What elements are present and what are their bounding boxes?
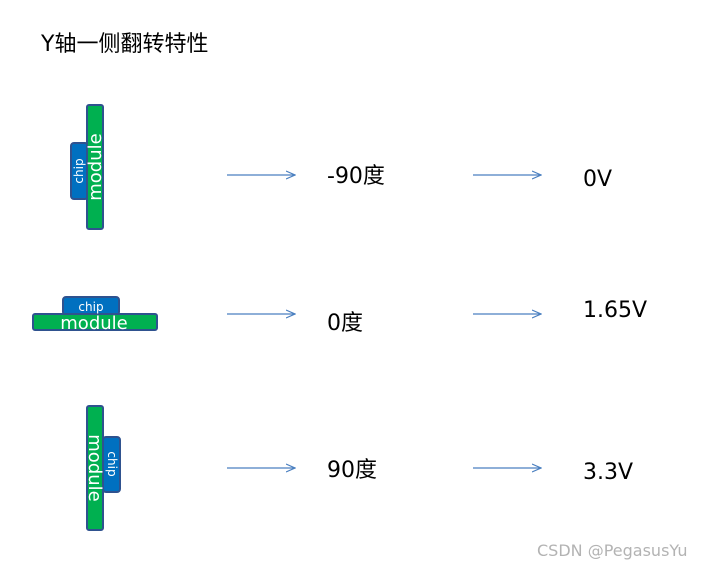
module-label: module xyxy=(60,313,127,334)
angle-label: 0度 xyxy=(327,311,363,336)
sensor-orientation-90: chip module xyxy=(84,405,121,531)
sensor-orientation-minus90: chip module xyxy=(70,104,106,230)
diagram-title: Y轴一侧翻转特性 xyxy=(41,32,209,57)
chip-label: chip xyxy=(105,451,119,476)
angle-label: 90度 xyxy=(327,458,377,483)
voltage-label: 0V xyxy=(583,167,613,192)
chip-label: chip xyxy=(78,300,103,314)
module-box xyxy=(86,405,104,531)
module-box xyxy=(32,313,158,331)
module-label: module xyxy=(85,133,106,200)
module-label: module xyxy=(84,434,105,501)
sensor-orientation-0: chip module xyxy=(32,296,158,334)
voltage-label: 3.3V xyxy=(583,460,634,485)
angle-label: -90度 xyxy=(327,164,385,189)
module-box xyxy=(86,104,104,230)
watermark: CSDN @PegasusYu xyxy=(537,541,688,560)
chip-label: chip xyxy=(72,158,86,183)
voltage-label: 1.65V xyxy=(583,298,648,323)
